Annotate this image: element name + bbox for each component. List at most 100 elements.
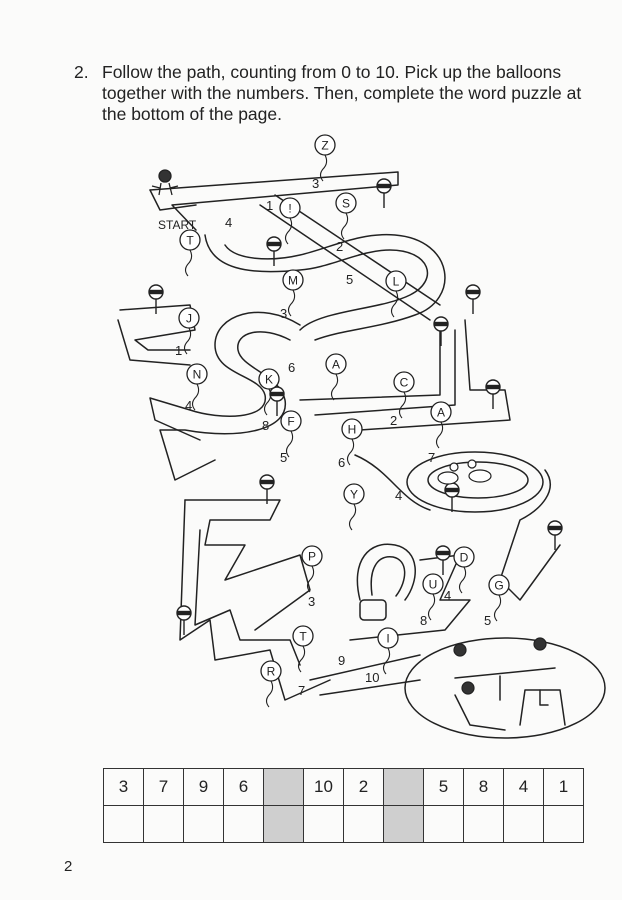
balloon-number: 9: [338, 653, 345, 668]
balloon-20: T9: [292, 625, 345, 673]
instruction-text: Follow the path, counting from 0 to 10. …: [102, 62, 582, 124]
puzzle-answer-cell[interactable]: [383, 805, 424, 843]
balloon-icon: [377, 627, 399, 649]
balloon-letter: L: [393, 275, 400, 289]
balloon-letter: R: [267, 665, 276, 679]
puzzle-number-cell: 7: [143, 768, 184, 806]
puzzle-number-cell: [263, 768, 304, 806]
puzzle-number-cell: [383, 768, 424, 806]
balloon-letter: H: [348, 423, 357, 437]
puzzle-answer-cell[interactable]: [503, 805, 544, 843]
balloon-number: 3: [308, 594, 315, 609]
puzzle-answer-cell[interactable]: [343, 805, 384, 843]
balloon-letter: T: [186, 234, 194, 248]
balloon-icon: [343, 483, 365, 505]
balloon-number: 6: [288, 360, 295, 375]
balloon-number: 1: [266, 198, 273, 213]
puzzle-answer-cell[interactable]: [303, 805, 344, 843]
balloon-letter: J: [186, 312, 192, 326]
balloon-letter: Z: [321, 139, 328, 153]
balloon-icon: [292, 625, 314, 647]
extra-number: 8: [420, 613, 427, 628]
puzzle-number-cell: 1: [543, 768, 584, 806]
balloon-letter: I: [386, 632, 389, 646]
balloon-icon: [260, 660, 282, 682]
puzzle-answer-cell[interactable]: [103, 805, 144, 843]
puzzle-answer-cell[interactable]: [463, 805, 504, 843]
balloon-number: 5: [484, 613, 491, 628]
balloon-10: K8: [258, 368, 280, 433]
balloon-number: 5: [280, 450, 287, 465]
puzzle-answer-cell[interactable]: [183, 805, 224, 843]
balloon-letter: N: [193, 368, 202, 382]
puzzle-answer-cell[interactable]: [263, 805, 304, 843]
puzzle-answer-cell[interactable]: [223, 805, 264, 843]
puzzle-answer-cell[interactable]: [543, 805, 584, 843]
balloon-19: G5: [484, 574, 510, 628]
balloon-icon: [488, 574, 510, 596]
puzzle-number-cell: 5: [423, 768, 464, 806]
balloon-number: 10: [365, 670, 379, 685]
balloon-18: U4: [422, 573, 451, 621]
puzzle-answer-cell[interactable]: [423, 805, 464, 843]
balloon-2: !1: [266, 197, 301, 245]
balloon-number: 3: [312, 176, 319, 191]
balloon-letter: G: [494, 579, 503, 593]
children-icon: [453, 637, 547, 695]
balloon-letter: M: [288, 274, 298, 288]
balloon-3: S: [335, 192, 357, 240]
balloon-letter: K: [265, 373, 273, 387]
balloon-icon: [279, 197, 301, 219]
balloon-17: D: [453, 546, 475, 594]
balloon-1: Z3: [312, 134, 336, 191]
balloon-number: 4: [444, 588, 451, 603]
balloon-7: J1: [175, 307, 200, 358]
balloon-icon: [422, 573, 444, 595]
balloon-letter: !: [288, 202, 291, 216]
balloon-icon: [186, 363, 208, 385]
balloon-icon: [258, 368, 280, 390]
puzzle-number-cell: 3: [103, 768, 144, 806]
balloon-number: 4: [185, 398, 192, 413]
balloon-icon: [178, 307, 200, 329]
balloon-icon: [453, 546, 475, 568]
balloon-number: 6: [338, 455, 345, 470]
puzzle-number-cell: 9: [183, 768, 224, 806]
balloon-number: 5: [346, 272, 353, 287]
balloon-icon: [280, 410, 302, 432]
balloon-number: 3: [280, 306, 287, 321]
balloon-number: 4: [225, 215, 232, 230]
balloon-12: A7: [428, 401, 452, 465]
balloon-icon: [325, 353, 347, 375]
balloon-9: A6: [288, 353, 347, 401]
balloon-icon: [282, 269, 304, 291]
balloon-icon: [385, 270, 407, 292]
balloon-icon: [314, 134, 336, 156]
page-number: 2: [64, 858, 73, 875]
balloon-number: 2: [390, 413, 397, 428]
extra-number: 2: [336, 239, 343, 254]
puzzle-answer-cell[interactable]: [143, 805, 184, 843]
balloon-letter: P: [308, 550, 316, 564]
balloon-letter: T: [299, 630, 307, 644]
balloon-icon: [301, 545, 323, 567]
balloon-letter: Y: [350, 488, 358, 502]
puzzle-number-cell: 2: [343, 768, 384, 806]
balloon-icon: [335, 192, 357, 214]
puzzle-number-cell: 6: [223, 768, 264, 806]
balloon-5: M3: [280, 269, 304, 321]
balloon-letter: S: [342, 197, 350, 211]
extra-number: 2: [336, 239, 343, 254]
balloon-letter: D: [460, 551, 469, 565]
balloon-number: 8: [262, 418, 269, 433]
puzzle-number-cell: 10: [303, 768, 344, 806]
balloon-13: F5: [280, 410, 302, 465]
puzzle-number-cell: 8: [463, 768, 504, 806]
duck-icon: [437, 459, 492, 485]
balloon-8: N4: [185, 363, 208, 413]
balloon-letter: A: [437, 406, 445, 420]
puzzle-number-cell: 4: [503, 768, 544, 806]
